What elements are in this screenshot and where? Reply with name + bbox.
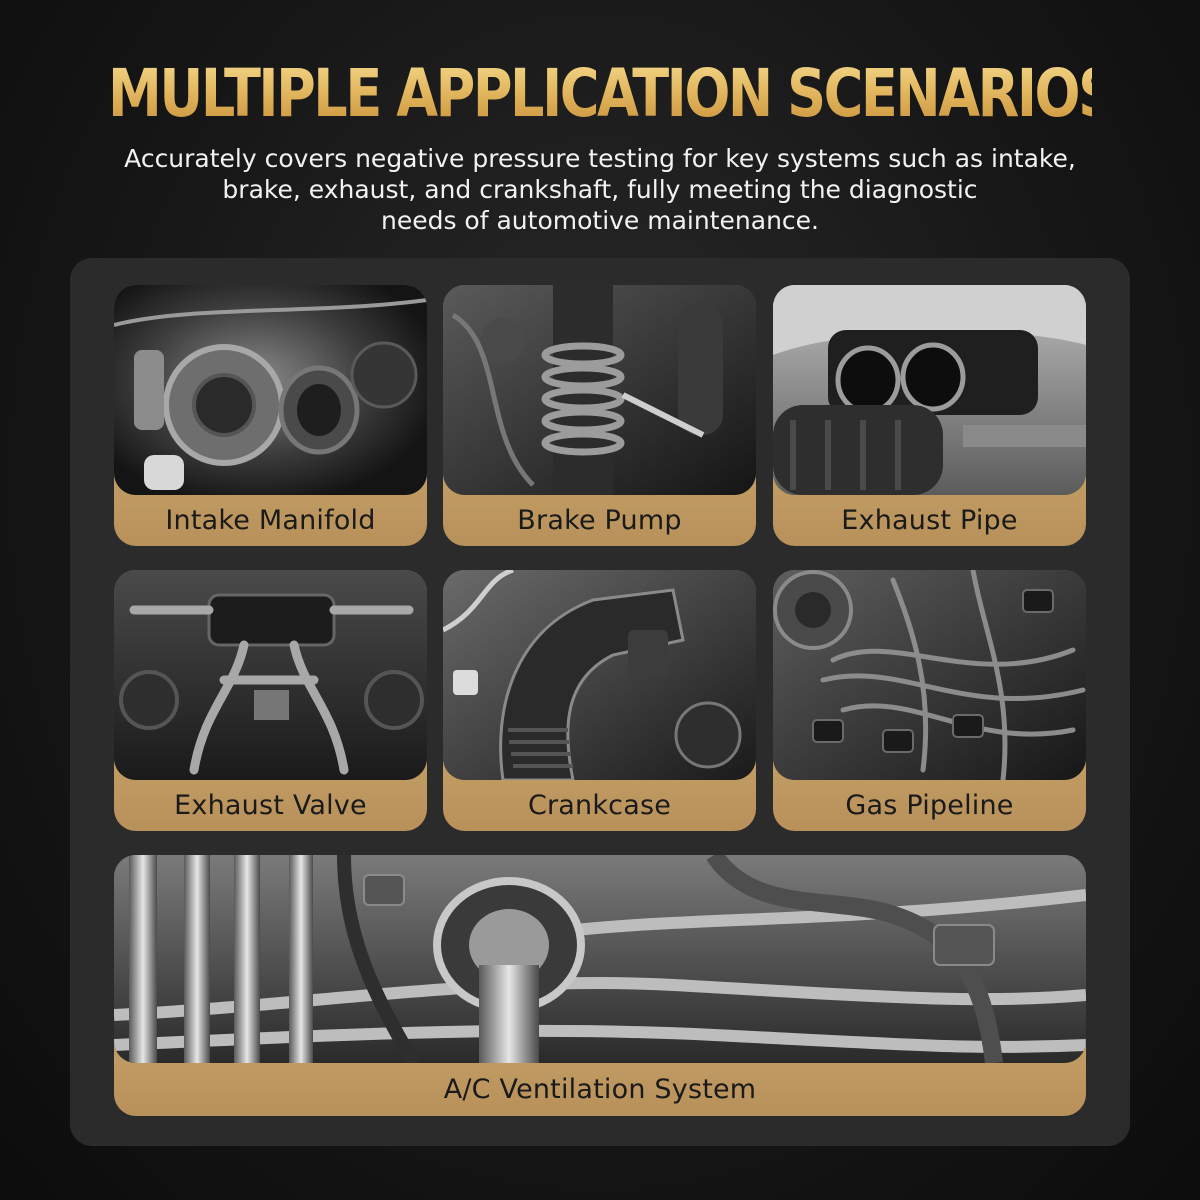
underbody-exhaust-photo	[114, 570, 427, 780]
scenario-card-brake-pump: Brake Pump	[443, 285, 756, 546]
metal-pipes-photo	[114, 855, 1086, 1063]
scenario-label: Exhaust Pipe	[841, 505, 1018, 536]
engine-wiring-photo	[773, 570, 1086, 780]
dual-exhaust-tips-photo	[773, 285, 1086, 495]
scenario-card-gas-pipeline: Gas Pipeline	[773, 570, 1086, 831]
turbocharger-photo	[114, 285, 427, 495]
intake-hose-photo	[443, 570, 756, 780]
scenario-label: Brake Pump	[517, 505, 682, 536]
suspension-strut-photo	[443, 285, 756, 495]
scenario-label: Exhaust Valve	[174, 790, 367, 821]
scenario-card-crankcase: Crankcase	[443, 570, 756, 831]
subtitle-line-3: needs of automotive maintenance.	[380, 206, 819, 235]
scenario-card-intake-manifold: Intake Manifold	[114, 285, 427, 546]
scenario-label: Gas Pipeline	[845, 790, 1014, 821]
subtitle-line-2: brake, exhaust, and crankshaft, fully me…	[222, 175, 978, 204]
page-subtitle: Accurately covers negative pressure test…	[80, 143, 1120, 236]
scenarios-panel: Intake Manifold	[70, 258, 1130, 1146]
scenario-card-exhaust-valve: Exhaust Valve	[114, 570, 427, 831]
scenario-card-exhaust-pipe: Exhaust Pipe	[773, 285, 1086, 546]
scenario-label: Crankcase	[527, 790, 672, 821]
page-title: MULTIPLE APPLICATION SCENARIOS	[108, 55, 1117, 132]
scenario-card-ac-ventilation: A/C Ventilation System	[114, 855, 1086, 1116]
scenario-label: Intake Manifold	[165, 505, 376, 536]
scenario-label: A/C Ventilation System	[443, 1074, 757, 1105]
subtitle-line-1: Accurately covers negative pressure test…	[124, 144, 1076, 173]
